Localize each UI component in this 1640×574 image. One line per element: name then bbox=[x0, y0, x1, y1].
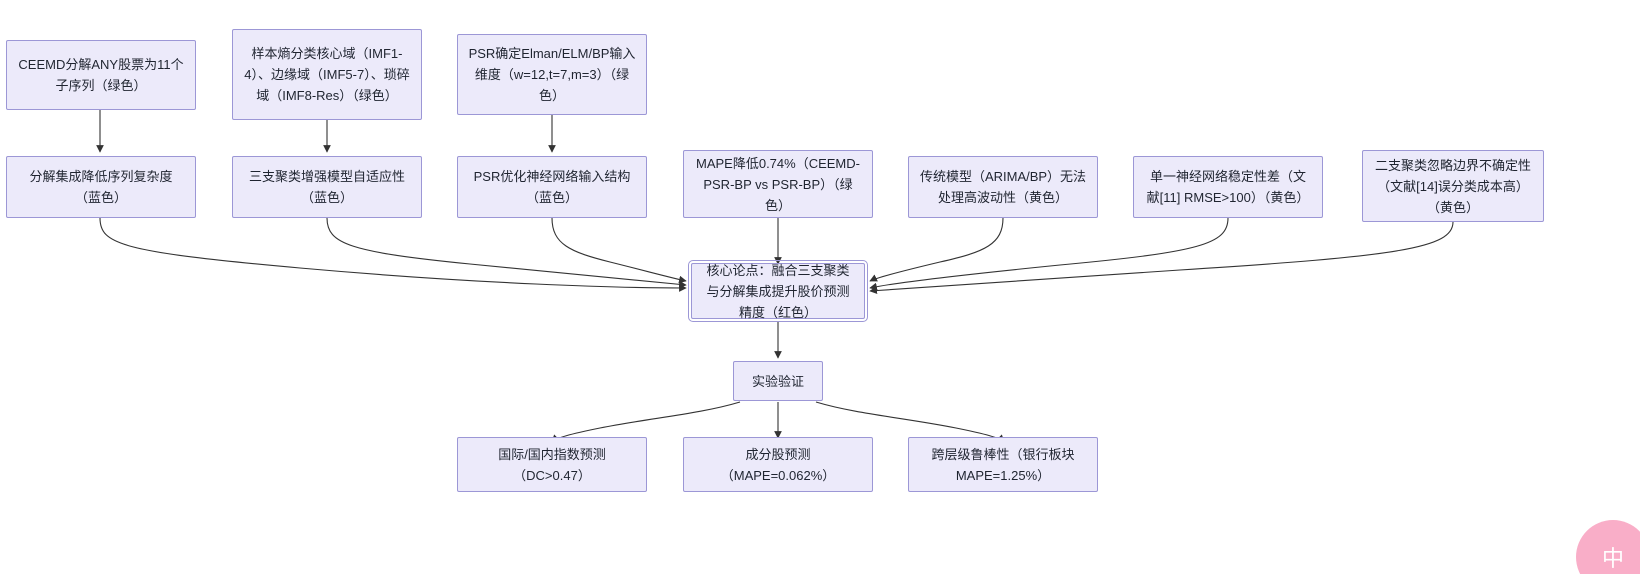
node-three-way-adaptive[interactable]: 三支聚类增强模型自适应性（蓝色） bbox=[232, 156, 422, 218]
edge-traditional-to-core bbox=[869, 217, 1004, 282]
edge-psropt-to-core bbox=[551, 217, 687, 284]
node-psr-input-dim-label: PSR确定Elman/ELM/BP输入维度（w=12,t=7,m=3）（绿色） bbox=[468, 46, 636, 103]
node-core-claim[interactable]: 核心论点：融合三支聚类与分解集成提升股价预测精度（红色） bbox=[688, 260, 868, 322]
node-cross-level-robust[interactable]: 跨层级鲁棒性（银行板块MAPE=1.25%） bbox=[908, 437, 1098, 492]
node-ceemd[interactable]: CEEMD分解ANY股票为11个子序列（绿色） bbox=[6, 40, 196, 110]
node-psr-optimize[interactable]: PSR优化神经网络输入结构（蓝色） bbox=[457, 156, 647, 218]
edge-twoway-to-core bbox=[869, 221, 1454, 294]
edge-validation-to-index bbox=[551, 401, 741, 443]
node-sample-entropy-label: 样本熵分类核心域（IMF1-4）、边缘域（IMF5-7）、琐碎域（IMF8-Re… bbox=[244, 46, 410, 103]
node-core-claim-label: 核心论点：融合三支聚类与分解集成提升股价预测精度（红色） bbox=[706, 262, 850, 320]
edge-threeway-to-core bbox=[326, 217, 687, 289]
node-traditional-limit[interactable]: 传统模型（ARIMA/BP）无法处理高波动性（黄色） bbox=[908, 156, 1098, 218]
node-two-way-boundary[interactable]: 二支聚类忽略边界不确定性（文献[14]误分类成本高）（黄色） bbox=[1362, 150, 1544, 222]
node-psr-optimize-label: PSR优化神经网络输入结构（蓝色） bbox=[473, 169, 631, 205]
node-mape-drop-label: MAPE降低0.74%（CEEMD-PSR-BP vs PSR-BP）（绿色） bbox=[696, 155, 860, 213]
watermark-badge: 中 bbox=[1576, 520, 1640, 574]
node-index-forecast[interactable]: 国际/国内指数预测（DC>0.47） bbox=[457, 437, 647, 492]
node-decomp-complexity-label: 分解集成降低序列复杂度（蓝色） bbox=[29, 169, 173, 205]
edge-decomp-to-core bbox=[99, 217, 687, 292]
edge-validation-to-robust bbox=[815, 401, 1005, 443]
node-psr-input-dim[interactable]: PSR确定Elman/ELM/BP输入维度（w=12,t=7,m=3）（绿色） bbox=[457, 34, 647, 115]
node-constituent-forecast[interactable]: 成分股预测（MAPE=0.062%） bbox=[683, 437, 873, 492]
edge-singlenn-to-core bbox=[869, 217, 1229, 291]
node-mape-drop[interactable]: MAPE降低0.74%（CEEMD-PSR-BP vs PSR-BP）（绿色） bbox=[683, 150, 873, 218]
node-experiment-validation-label: 实验验证 bbox=[751, 373, 804, 389]
node-ceemd-label: CEEMD分解ANY股票为11个子序列（绿色） bbox=[18, 57, 184, 93]
node-sample-entropy[interactable]: 样本熵分类核心域（IMF1-4）、边缘域（IMF5-7）、琐碎域（IMF8-Re… bbox=[232, 29, 422, 120]
node-index-forecast-label: 国际/国内指数预测（DC>0.47） bbox=[498, 446, 606, 483]
node-constituent-forecast-label: 成分股预测（MAPE=0.062%） bbox=[720, 446, 836, 483]
node-three-way-adaptive-label: 三支聚类增强模型自适应性（蓝色） bbox=[248, 169, 405, 205]
node-single-nn-unstable-label: 单一神经网络稳定性差（文献[11] RMSE>100）（黄色） bbox=[1146, 169, 1310, 205]
node-traditional-limit-label: 传统模型（ARIMA/BP）无法处理高波动性（黄色） bbox=[919, 169, 1087, 205]
watermark-text: 中 bbox=[1601, 546, 1624, 571]
node-two-way-boundary-label: 二支聚类忽略边界不确定性（文献[14]误分类成本高）（黄色） bbox=[1374, 157, 1531, 215]
node-cross-level-robust-label: 跨层级鲁棒性（银行板块MAPE=1.25%） bbox=[931, 446, 1075, 483]
node-single-nn-unstable[interactable]: 单一神经网络稳定性差（文献[11] RMSE>100）（黄色） bbox=[1133, 156, 1323, 218]
node-experiment-validation[interactable]: 实验验证 bbox=[733, 361, 823, 401]
node-decomp-complexity[interactable]: 分解集成降低序列复杂度（蓝色） bbox=[6, 156, 196, 218]
